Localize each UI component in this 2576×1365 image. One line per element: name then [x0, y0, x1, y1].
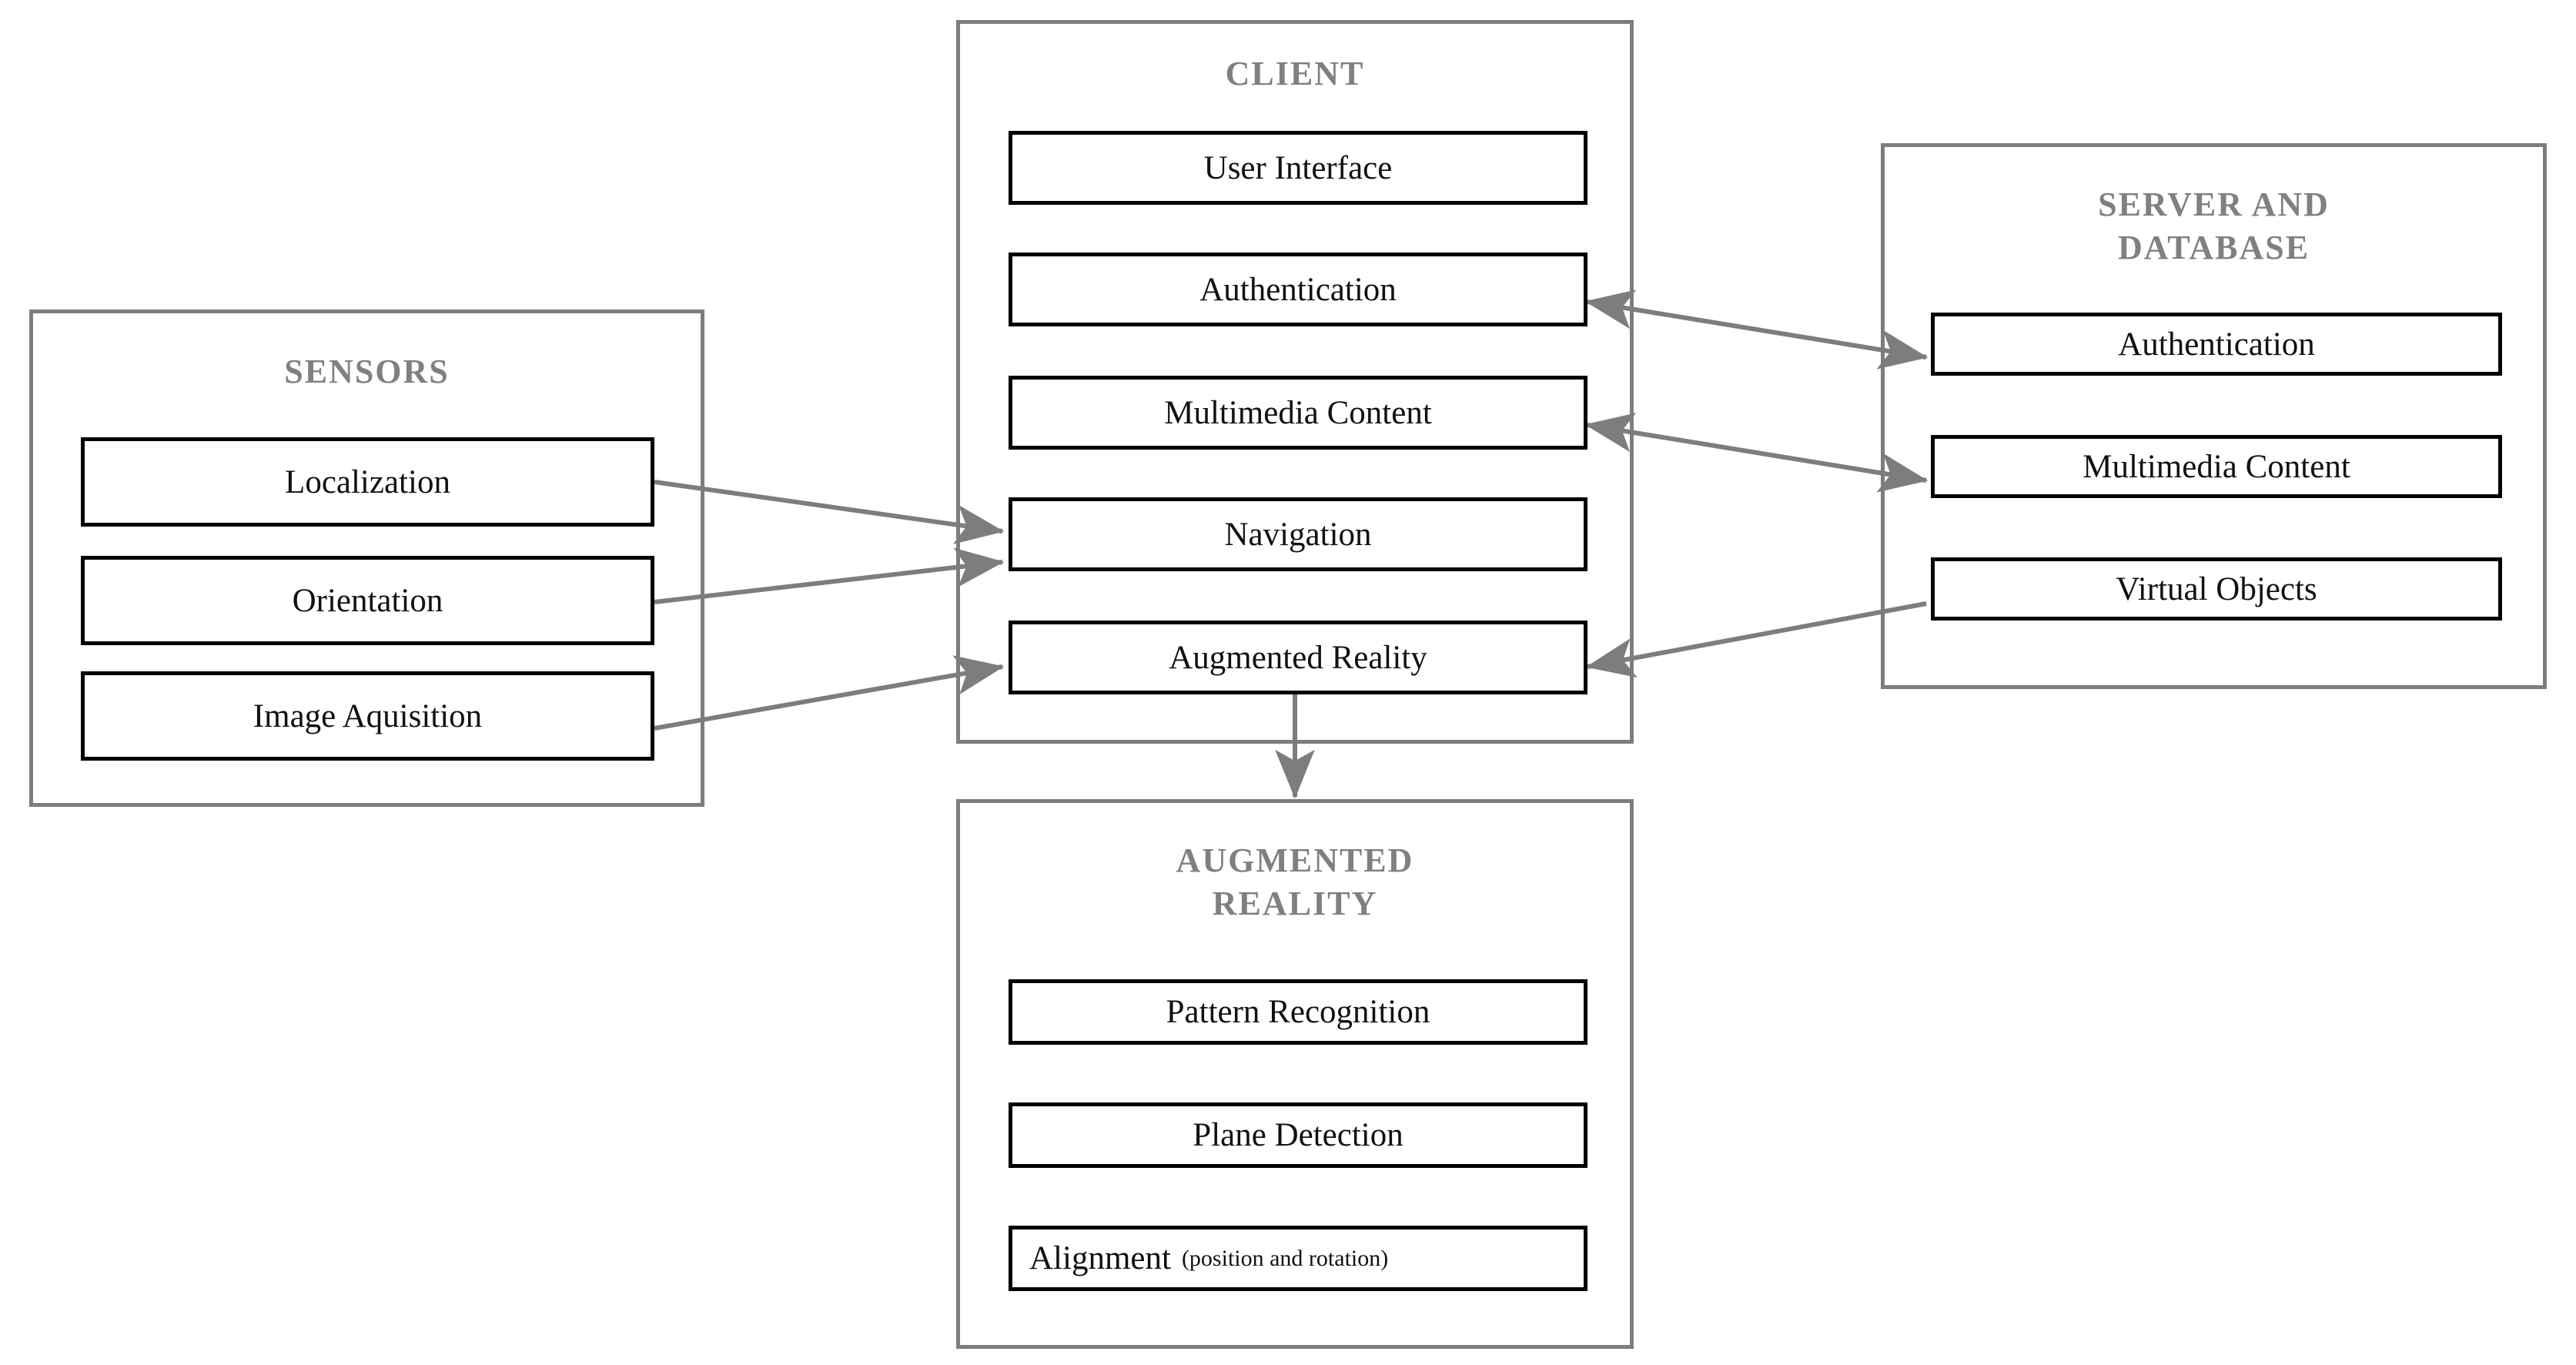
panel-sensors-title: SENSORS — [284, 353, 450, 390]
box-alignment-sublabel: (position and rotation) — [1181, 1245, 1389, 1271]
box-orientation[interactable]: Orientation — [81, 556, 654, 645]
box-image-aquisition[interactable]: Image Aquisition — [81, 671, 654, 761]
box-client-authentication[interactable]: Authentication — [1009, 253, 1587, 326]
connector-localization-navigation — [654, 480, 1005, 544]
box-server-multimedia-content[interactable]: Multimedia Content — [1931, 435, 2502, 498]
box-client-navigation[interactable]: Navigation — [1009, 497, 1587, 571]
connector-authentication-authentication — [1584, 289, 1929, 370]
box-server-virtual-objects[interactable]: Virtual Objects — [1931, 557, 2502, 621]
box-client-multimedia-content[interactable]: Multimedia Content — [1009, 376, 1587, 450]
box-localization[interactable]: Localization — [81, 437, 654, 527]
box-server-authentication-label: Authentication — [2118, 326, 2315, 363]
box-client-authentication-label: Authentication — [1199, 271, 1397, 308]
box-client-augmented-reality[interactable]: Augmented Reality — [1009, 621, 1587, 694]
box-client-user-interface[interactable]: User Interface — [1009, 131, 1587, 205]
connector-virtual-objects-augmented-reality — [1585, 601, 1927, 678]
box-plane-detection-label: Plane Detection — [1193, 1117, 1403, 1153]
box-pattern-recognition-label: Pattern Recognition — [1166, 994, 1430, 1030]
box-plane-detection[interactable]: Plane Detection — [1009, 1102, 1587, 1168]
panel-server-database-title: SERVER AND DATABASE — [2098, 186, 2330, 267]
connector-multimedia-multimedia — [1584, 413, 1929, 493]
box-server-virtual-objects-label: Virtual Objects — [2116, 570, 2317, 607]
box-client-user-interface-label: User Interface — [1203, 149, 1393, 186]
box-alignment-label: Alignment — [1029, 1240, 1171, 1276]
panel-augmented-reality-title: AUGMENTED REALITY — [1176, 841, 1414, 923]
box-client-multimedia-content-label: Multimedia Content — [1164, 394, 1432, 431]
box-pattern-recognition[interactable]: Pattern Recognition — [1009, 979, 1587, 1045]
box-image-aquisition-label: Image Aquisition — [253, 698, 483, 734]
box-orientation-label: Orientation — [292, 582, 443, 619]
panel-sensors — [29, 309, 704, 807]
box-server-multimedia-content-label: Multimedia Content — [2083, 448, 2350, 485]
box-localization-label: Localization — [285, 463, 450, 500]
box-server-authentication[interactable]: Authentication — [1931, 313, 2502, 376]
panel-augmented-reality — [956, 799, 1634, 1349]
box-client-navigation-label: Navigation — [1224, 516, 1372, 553]
box-client-augmented-reality-label: Augmented Reality — [1169, 639, 1427, 676]
panel-client-title: CLIENT — [1225, 55, 1365, 92]
connector-image-aquisition-augmented-reality — [654, 655, 1005, 731]
box-alignment[interactable]: Alignment (position and rotation) — [1009, 1226, 1587, 1291]
connector-orientation-navigation — [654, 547, 1005, 604]
